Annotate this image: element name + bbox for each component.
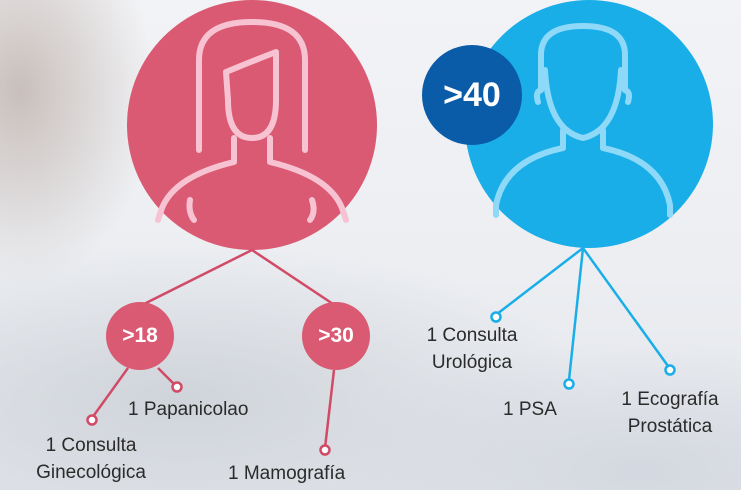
label-papanicolao: 1 Papanicolao bbox=[128, 399, 249, 420]
female-circle bbox=[127, 0, 377, 250]
age-badge-40: >40 bbox=[422, 45, 522, 145]
label-ecografia-prostatica: 1 Ecografía Prostática bbox=[621, 389, 719, 437]
label-psa: 1 PSA bbox=[503, 399, 557, 420]
label-consulta-ginecologica: 1 Consulta Ginecológica bbox=[36, 435, 146, 483]
age-badge-30: >30 bbox=[302, 302, 370, 370]
label-consulta-urologica: 1 Consulta Urológica bbox=[426, 325, 518, 373]
man-icon bbox=[493, 23, 673, 218]
woman-icon bbox=[155, 19, 349, 223]
label-mamografia: 1 Mamografía bbox=[228, 463, 346, 484]
age-badge-18: >18 bbox=[106, 302, 174, 370]
